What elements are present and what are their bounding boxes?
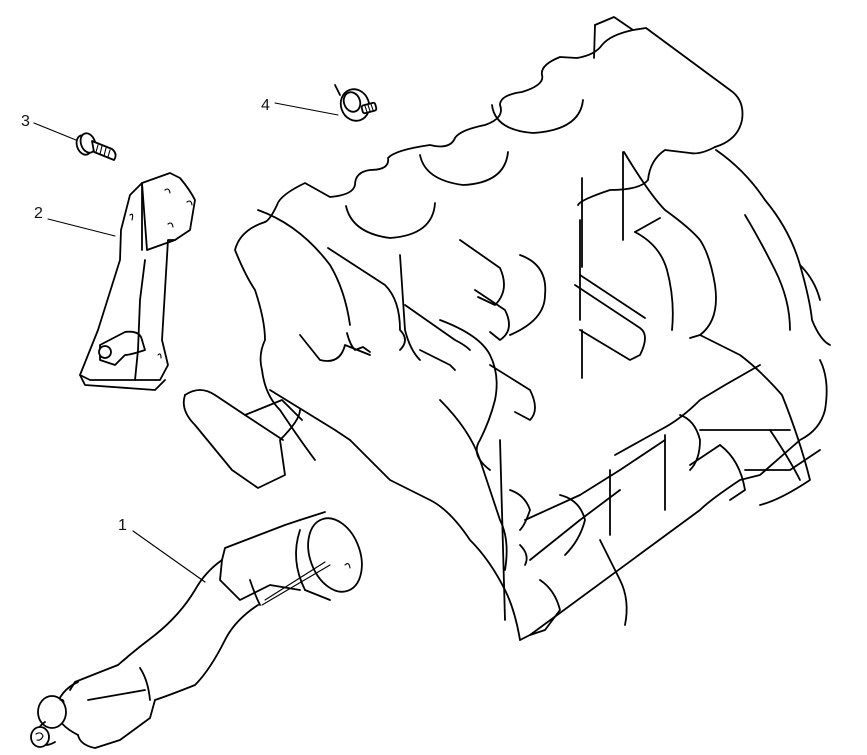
- part-1-oil-pickup-tube: [30, 511, 363, 749]
- part-3-bolt: [75, 132, 117, 161]
- leader-line-1: [132, 530, 206, 583]
- leader-line-4: [274, 102, 339, 116]
- callout-4: 4: [261, 97, 270, 114]
- callout-3: 3: [21, 113, 30, 130]
- leader-line-3: [33, 122, 77, 141]
- engine-block: [182, 16, 831, 641]
- part-4-oil-pressure-switch: [334, 84, 378, 122]
- part-2-mounting-bracket: [79, 172, 196, 391]
- leader-line-2: [47, 218, 116, 237]
- callout-1: 1: [118, 517, 127, 534]
- callout-2: 2: [34, 205, 43, 222]
